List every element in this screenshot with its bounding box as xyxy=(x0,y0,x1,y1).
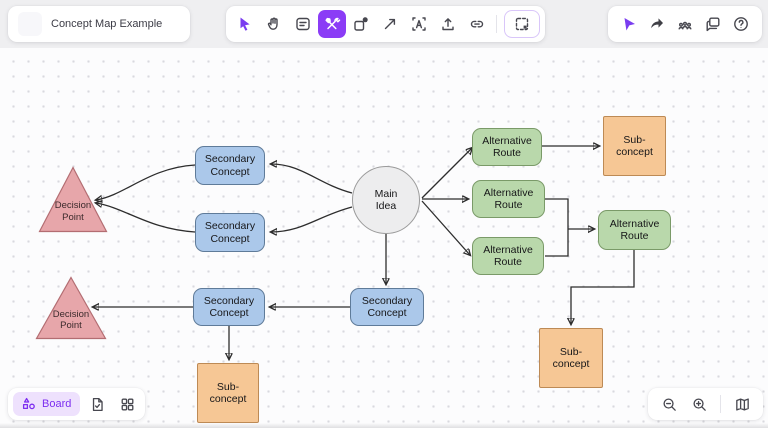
main-toolbar xyxy=(226,6,545,42)
diagram-tools-button[interactable] xyxy=(318,10,346,38)
node-label: Alternative Route xyxy=(483,243,533,268)
shapes-tool-button[interactable] xyxy=(347,10,375,38)
cursor-icon xyxy=(240,17,250,31)
view-switcher: Board xyxy=(8,388,146,420)
triangle-shape xyxy=(35,276,107,340)
users-icon xyxy=(678,21,692,30)
audience-button[interactable] xyxy=(673,10,697,38)
node-label: Sub- concept xyxy=(209,380,247,405)
node-label: Main Idea xyxy=(374,187,398,212)
zoom-separator xyxy=(720,395,721,413)
link-tool-button[interactable] xyxy=(463,10,491,38)
node-sub-concept-1[interactable]: Sub- concept xyxy=(603,116,666,176)
node-label: Secondary Concept xyxy=(204,220,256,245)
note-tool-button[interactable] xyxy=(289,10,317,38)
upload-icon xyxy=(442,18,454,31)
app-logo[interactable] xyxy=(18,12,42,36)
zoom-in-icon xyxy=(692,397,706,411)
node-label: Secondary Concept xyxy=(204,153,256,178)
node-label: Alternative Route xyxy=(609,217,660,242)
node-decision-point-1[interactable]: Decision Point xyxy=(38,166,108,233)
node-label: Decision Point xyxy=(54,200,92,223)
hammer-wrench-icon xyxy=(325,17,341,30)
share-button[interactable] xyxy=(645,10,669,38)
triangle-shape xyxy=(38,166,108,233)
pan-tool-button[interactable] xyxy=(260,10,288,38)
toolbar-separator xyxy=(496,15,497,33)
node-decision-point-2[interactable]: Decision Point xyxy=(35,276,107,340)
frame-tool-button[interactable] xyxy=(510,12,534,36)
document-title[interactable]: Concept Map Example xyxy=(51,18,163,30)
minimap-button[interactable] xyxy=(729,391,755,417)
node-label: Secondary Concept xyxy=(361,294,413,319)
laser-pointer-button[interactable] xyxy=(617,10,641,38)
document-title-bar: Concept Map Example xyxy=(8,6,190,42)
templates-view-button[interactable] xyxy=(114,391,140,417)
collaboration-toolbar xyxy=(608,6,762,42)
comments-button[interactable] xyxy=(701,10,725,38)
node-label: Alternative Route xyxy=(482,134,532,159)
node-alternative-route-2[interactable]: Alternative Route xyxy=(472,180,545,218)
node-secondary-concept-4[interactable]: Secondary Concept xyxy=(350,288,424,326)
zoom-out-icon xyxy=(662,397,676,411)
node-alternative-route-1[interactable]: Alternative Route xyxy=(472,128,542,166)
chat-icon xyxy=(706,17,720,32)
node-label: Sub- concept xyxy=(552,345,590,370)
map-icon xyxy=(735,397,749,411)
zoom-controls xyxy=(648,388,763,420)
share-arrow-icon xyxy=(651,18,663,29)
node-secondary-concept-2[interactable]: Secondary Concept xyxy=(195,213,265,252)
text-frame-icon xyxy=(412,17,426,31)
help-button[interactable] xyxy=(729,10,753,38)
diagonal-arrow-icon xyxy=(384,18,396,30)
connector-tool-button[interactable] xyxy=(376,10,404,38)
text-tool-button[interactable] xyxy=(405,10,433,38)
grid-icon xyxy=(121,398,134,410)
node-label: Decision Point xyxy=(52,308,90,331)
node-label: Secondary Concept xyxy=(203,294,255,319)
board-view-label: Board xyxy=(42,398,72,410)
frame-tool-highlight xyxy=(504,10,540,38)
zoom-out-button[interactable] xyxy=(656,391,682,417)
board-shapes-icon xyxy=(22,397,35,410)
node-label: Sub- concept xyxy=(616,133,653,158)
zoom-in-button[interactable] xyxy=(686,391,712,417)
node-secondary-concept-3[interactable]: Secondary Concept xyxy=(193,288,265,326)
node-sub-concept-3[interactable]: Sub- concept xyxy=(197,363,259,423)
pages-view-button[interactable] xyxy=(84,391,110,417)
node-alternative-route-4[interactable]: Alternative Route xyxy=(598,210,671,250)
shape-stamp-icon xyxy=(354,17,368,31)
help-icon xyxy=(734,17,748,31)
select-tool-button[interactable] xyxy=(231,10,259,38)
upload-tool-button[interactable] xyxy=(434,10,462,38)
node-alternative-route-3[interactable]: Alternative Route xyxy=(472,237,544,275)
hand-icon xyxy=(267,17,278,30)
board-view-button[interactable]: Board xyxy=(13,392,81,416)
node-main-idea[interactable]: Main Idea xyxy=(352,166,420,234)
node-secondary-concept-1[interactable]: Secondary Concept xyxy=(195,146,265,185)
document-check-icon xyxy=(92,397,103,411)
frame-icon xyxy=(515,17,529,31)
laser-pointer-icon xyxy=(624,18,635,31)
node-sub-concept-2[interactable]: Sub- concept xyxy=(539,328,603,388)
whiteboard-canvas[interactable]: Decision Point Secondary Concept Seconda… xyxy=(0,48,768,428)
sticky-note-icon xyxy=(296,17,310,31)
link-icon xyxy=(470,20,484,28)
node-label: Alternative Route xyxy=(483,186,534,211)
